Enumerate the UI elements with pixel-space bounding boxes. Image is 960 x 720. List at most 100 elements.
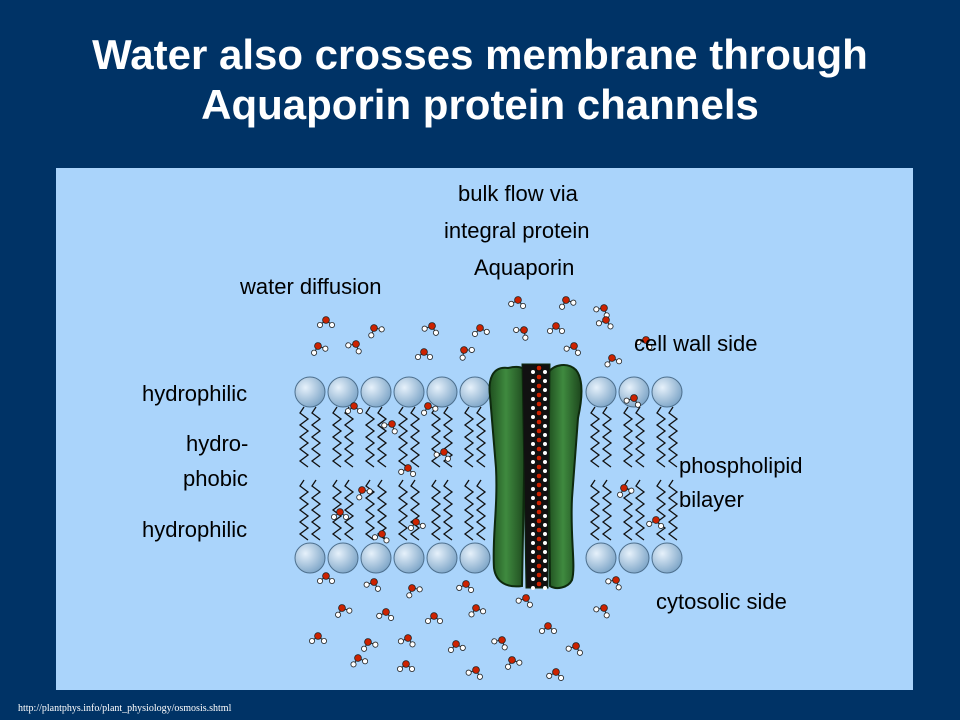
hydrogen-atom: [391, 428, 398, 435]
source-url: http://plantphys.info/plant_physiology/o…: [18, 703, 232, 714]
oxygen-atom: [420, 348, 428, 356]
oxygen-atom: [404, 464, 412, 472]
hydrogen-atom: [407, 524, 414, 531]
channel-hydrogen: [531, 523, 535, 527]
water-molecule: [397, 634, 416, 648]
label-bulk-flow-2: integral protein: [444, 218, 590, 243]
water-molecule: [559, 296, 577, 310]
channel-hydrogen: [543, 388, 547, 392]
lipid-head: [651, 542, 683, 574]
channel-oxygen: [536, 563, 542, 569]
oxygen-atom: [440, 448, 448, 456]
hydrogen-atom: [593, 306, 600, 313]
channel-hydrogen: [543, 541, 547, 545]
water-molecule: [344, 402, 363, 414]
lipid-tail: [298, 479, 310, 541]
channel-hydrogen: [543, 433, 547, 437]
water-molecule: [471, 324, 490, 337]
channel-oxygen: [536, 482, 542, 488]
hydrogen-atom: [444, 455, 451, 462]
oxygen-atom: [508, 656, 516, 664]
lipid-tail: [409, 479, 421, 541]
hydrogen-atom: [516, 659, 523, 666]
hydrogen-atom: [465, 669, 472, 676]
lipid-tail: [376, 479, 388, 541]
water-molecule: [350, 654, 369, 668]
label-hydrophobic-1: hydro-: [186, 431, 249, 456]
hydrogen-atom: [371, 534, 378, 541]
oxygen-atom: [322, 572, 330, 580]
title-line-2: Aquaporin protein channels: [201, 81, 759, 128]
hydrogen-atom: [565, 645, 572, 652]
channel-oxygen: [536, 473, 542, 479]
hydrogen-atom: [410, 470, 417, 477]
lipid-head: [360, 542, 392, 574]
hydrogen-atom: [396, 666, 403, 672]
hydrogen-atom: [421, 325, 428, 332]
oxygen-atom: [382, 608, 390, 616]
channel-hydrogen: [543, 532, 547, 536]
oxygen-atom: [352, 340, 360, 348]
lipid-tail: [463, 406, 475, 468]
water-molecule: [421, 402, 439, 416]
lipid-head: [327, 542, 359, 574]
oxygen-atom: [612, 576, 620, 584]
oxygen-atom: [602, 316, 610, 324]
water-molecule: [368, 324, 385, 339]
hydrogen-atom: [322, 345, 329, 352]
water-molecule: [376, 608, 395, 621]
water-molecule: [421, 322, 439, 336]
lipid-tail: [310, 406, 322, 468]
hydrogen-atom: [480, 608, 487, 615]
hydrogen-atom: [456, 584, 463, 591]
channel-hydrogen: [531, 541, 535, 545]
lipid-tail: [589, 479, 601, 541]
water-molecule: [593, 304, 610, 319]
water-molecule: [508, 296, 527, 309]
label-phospholipid: phospholipid: [679, 453, 803, 478]
channel-hydrogen: [543, 460, 547, 464]
channel-hydrogen: [531, 505, 535, 509]
channel-hydrogen: [531, 568, 535, 572]
hydrogen-atom: [363, 581, 370, 588]
lipid-tail: [343, 479, 355, 541]
water-molecule: [424, 612, 443, 624]
channel-hydrogen: [531, 388, 535, 392]
hydrogen-atom: [316, 578, 323, 584]
hydrogen-atom: [574, 349, 581, 356]
hydrogen-atom: [616, 358, 623, 365]
hydrogen-atom: [437, 618, 443, 624]
channel-hydrogen: [531, 469, 535, 473]
hydrogen-atom: [355, 348, 362, 355]
channel-oxygen: [536, 527, 542, 533]
oxygen-atom: [630, 394, 638, 402]
oxygen-atom: [570, 342, 578, 350]
lipid-head: [651, 376, 683, 408]
hydrogen-atom: [346, 607, 353, 614]
water-molecule: [363, 578, 381, 592]
label-hydrophilic-bottom: hydrophilic: [142, 517, 248, 542]
hydrogen-atom: [361, 645, 368, 652]
lipid-head: [360, 376, 392, 408]
channel-oxygen: [536, 536, 542, 542]
hydrogen-atom: [398, 468, 405, 475]
oxygen-atom: [404, 634, 412, 642]
lipid-heads: [294, 376, 683, 574]
channel-oxygen: [536, 581, 542, 587]
lipid-tail: [298, 406, 310, 468]
oxygen-atom: [428, 322, 436, 330]
free-water-molecules: [308, 296, 665, 681]
hydrogen-atom: [646, 344, 653, 351]
lipid-tail: [667, 406, 679, 468]
oxygen-atom: [514, 296, 522, 304]
label-aquaporin: Aquaporin: [474, 255, 575, 280]
channel-hydrogen: [531, 370, 535, 374]
channel-hydrogen: [531, 478, 535, 482]
water-molecule: [505, 656, 523, 670]
hydrogen-atom: [570, 299, 577, 306]
channel-hydrogen: [543, 523, 547, 527]
oxygen-atom: [472, 604, 480, 612]
hydrogen-atom: [416, 586, 423, 593]
hydrogen-atom: [329, 578, 335, 584]
hydrogen-atom: [344, 408, 351, 414]
